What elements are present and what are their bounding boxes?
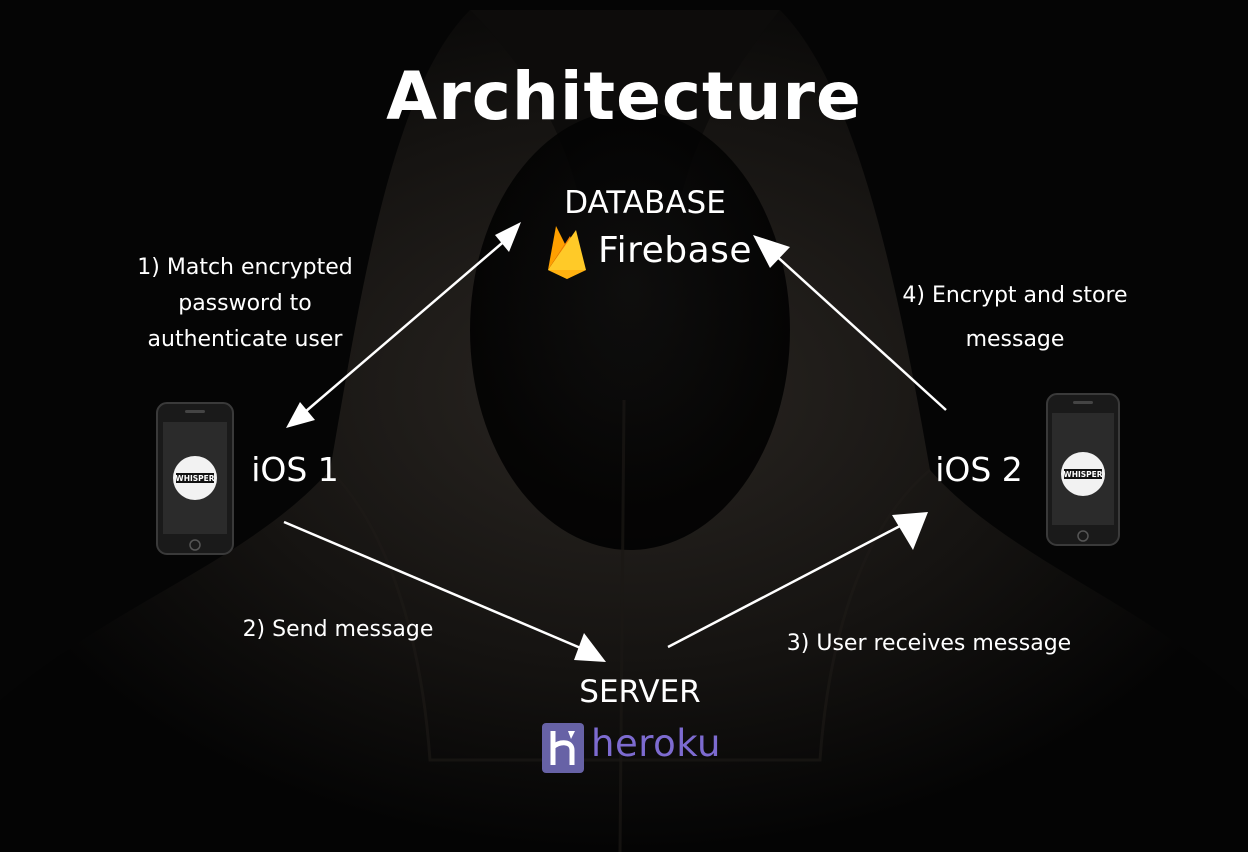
server-heading: SERVER (579, 674, 701, 710)
step-4-line-2: message (965, 327, 1065, 352)
step-1-line-2: password to (178, 291, 312, 316)
step-4-line-1: 4) Encrypt and store (902, 283, 1128, 308)
step-4-label: 4) Encrypt and store message (885, 274, 1145, 362)
step-1-label: 1) Match encrypted password to authentic… (110, 250, 380, 358)
firebase-wordmark: Firebase (598, 230, 753, 271)
whisper-logo-text: WHISPER (1063, 470, 1102, 479)
step-3-label: 3) User receives message (786, 631, 1072, 656)
whisper-logo-icon: WHISPER (173, 456, 217, 500)
database-heading: DATABASE (564, 185, 726, 221)
firebase-flame-icon (548, 226, 586, 279)
page-title: Architecture (386, 58, 862, 135)
step-1-line-1: 1) Match encrypted (137, 255, 353, 280)
ios1-label: iOS 1 (251, 450, 339, 489)
whisper-logo-text: WHISPER (175, 474, 214, 483)
heroku-wordmark: heroku (591, 722, 721, 765)
step-1-line-3: authenticate user (147, 327, 343, 352)
heroku-logo-icon (542, 723, 584, 773)
whisper-logo-icon: WHISPER (1061, 452, 1105, 496)
step-2-label: 2) Send message (242, 617, 434, 642)
ios2-label: iOS 2 (935, 450, 1023, 489)
